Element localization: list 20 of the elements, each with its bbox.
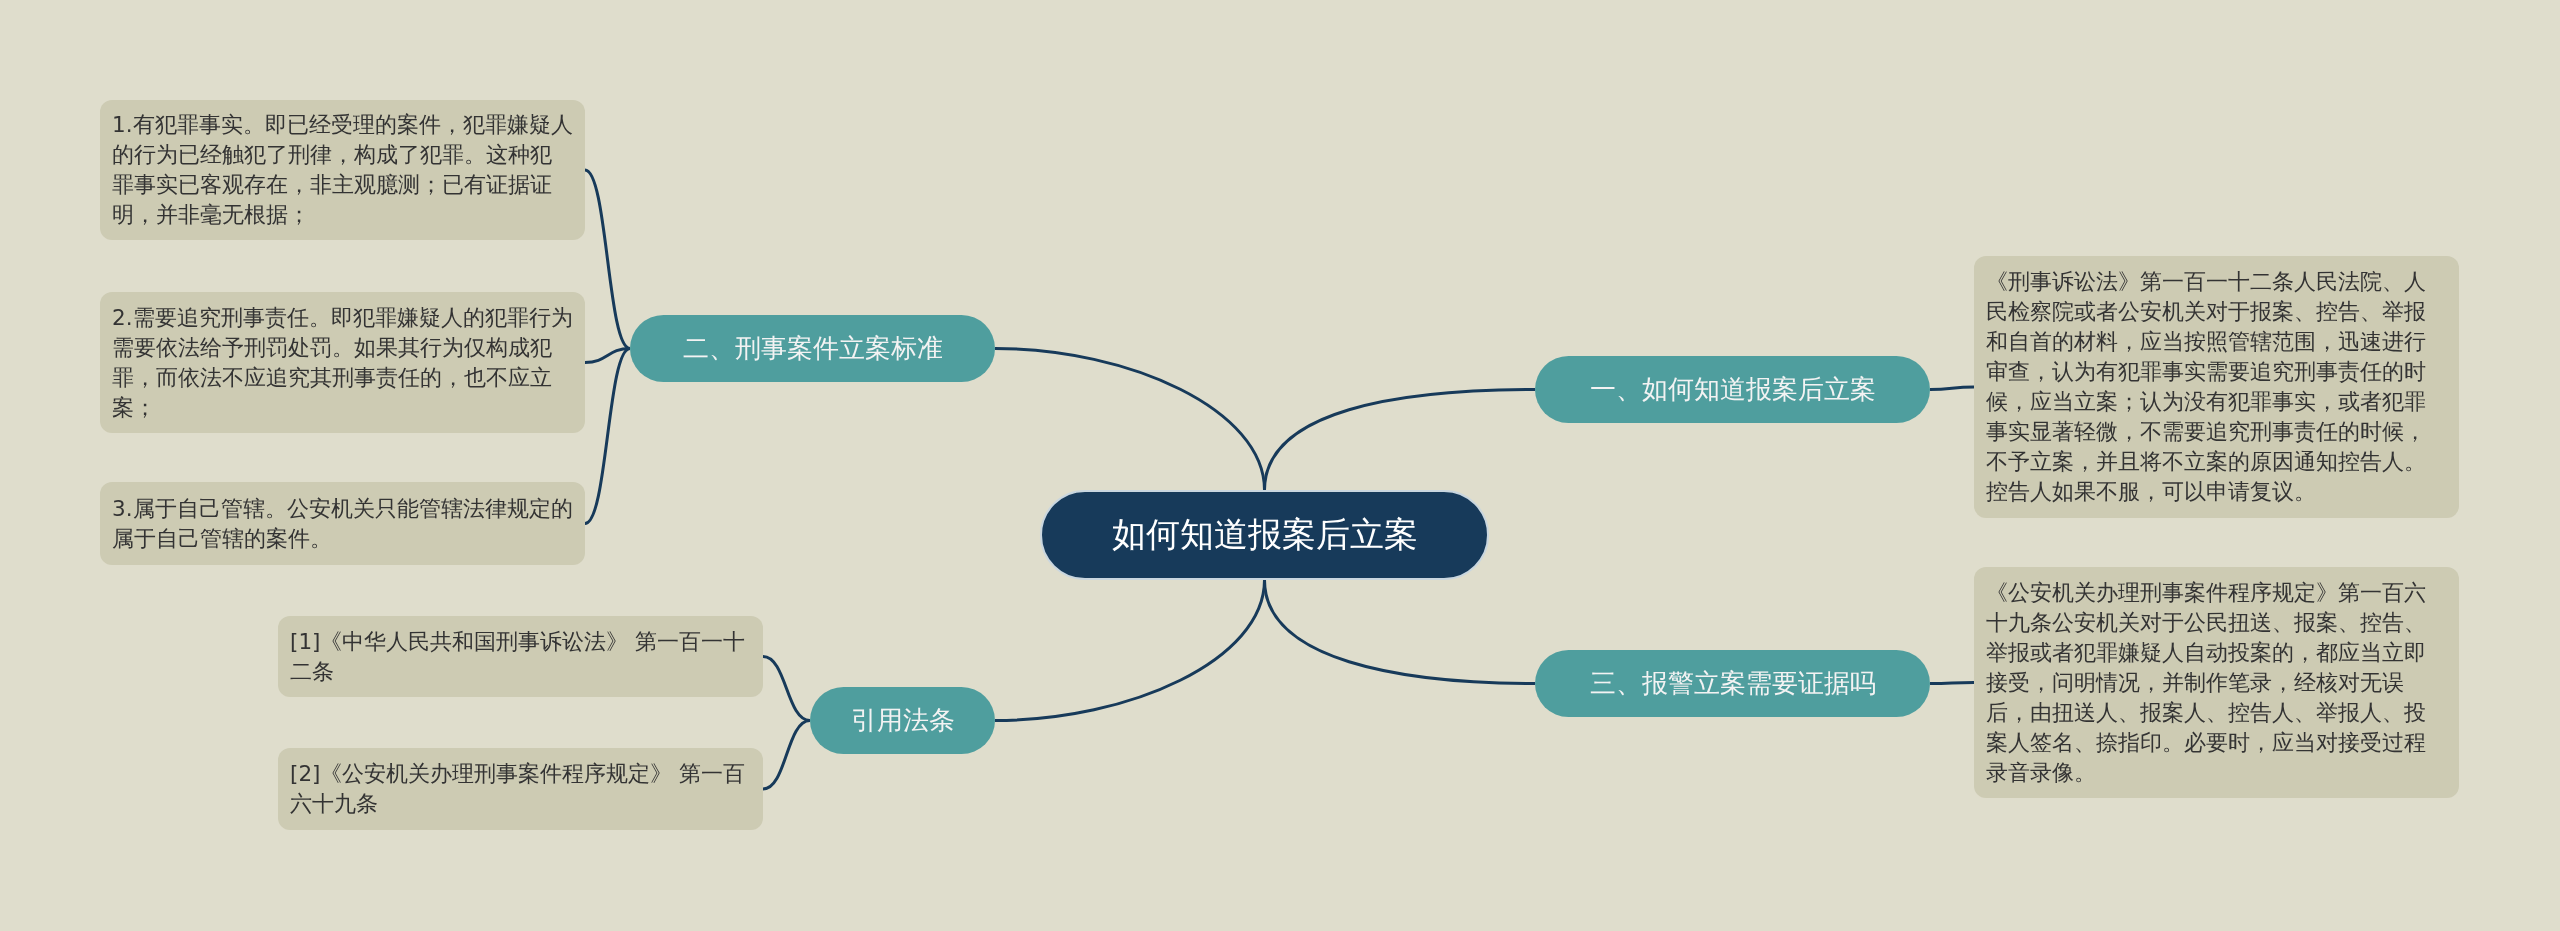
connector-line — [584, 168, 631, 350]
note-box: [2]《公安机关办理刑事案件程序规定》 第一百六十九条 — [278, 748, 763, 830]
note-box: 2.需要追究刑事责任。即犯罪嫌疑人的犯罪行为需要依法给予刑罚处罚。如果其行为仅构成犯罪，而依法不应追究其刑事责任的，也不应立案； — [100, 292, 585, 433]
connector-line — [762, 719, 811, 791]
note-box: 《刑事诉讼法》第一百一十二条人民法院、人民检察院或者公安机关对于报案、控告、举报和自首的材料，应当按照管辖范围，迅速进行审查，认为有犯罪事实需要追究刑事责任的时候，应当立案；认为没有犯罪事实，或者犯罪事实显著轻微，不需要追究刑事责任的时候，不予立案，并且将不立案的原因通知控告人。控告人如果不服，可以申请复议。 — [1974, 256, 2459, 518]
connector-line — [1930, 385, 1974, 391]
note-box: 3.属于自己管辖。公安机关只能管辖法律规定的属于自己管辖的案件。 — [100, 482, 585, 565]
central-topic-box: 如何知道报案后立案 — [1040, 490, 1489, 580]
topic-box: 引用法条 — [810, 687, 995, 754]
connector-line — [994, 347, 1266, 491]
topic-box: 一、如何知道报案后立案 — [1535, 356, 1930, 423]
connector-line — [1930, 681, 1974, 685]
note-box: 1.有犯罪事实。即已经受理的案件，犯罪嫌疑人的行为已经触犯了刑律，构成了犯罪。这种犯罪事实已客观存在，非主观臆测；已有证据证明，并非毫无根据； — [100, 100, 585, 240]
topic-box: 三、报警立案需要证据吗 — [1535, 650, 1930, 717]
note-box: 《公安机关办理刑事案件程序规定》第一百六十九条公安机关对于公民扭送、报案、控告、举报或者犯罪嫌疑人自动投案的，都应当立即接受，问明情况，并制作笔录，经核对无误后，由扭送人、报案人、控告人、举报人、投案人签名、捺指印。必要时，应当对接受过程录音录像。 — [1974, 567, 2459, 798]
note-box: [1]《中华人民共和国刑事诉讼法》 第一百一十二条 — [278, 616, 763, 697]
connector-line — [994, 579, 1266, 722]
topic-box: 二、刑事案件立案标准 — [630, 315, 995, 382]
connector-line — [584, 347, 631, 525]
connector-line — [584, 347, 631, 364]
